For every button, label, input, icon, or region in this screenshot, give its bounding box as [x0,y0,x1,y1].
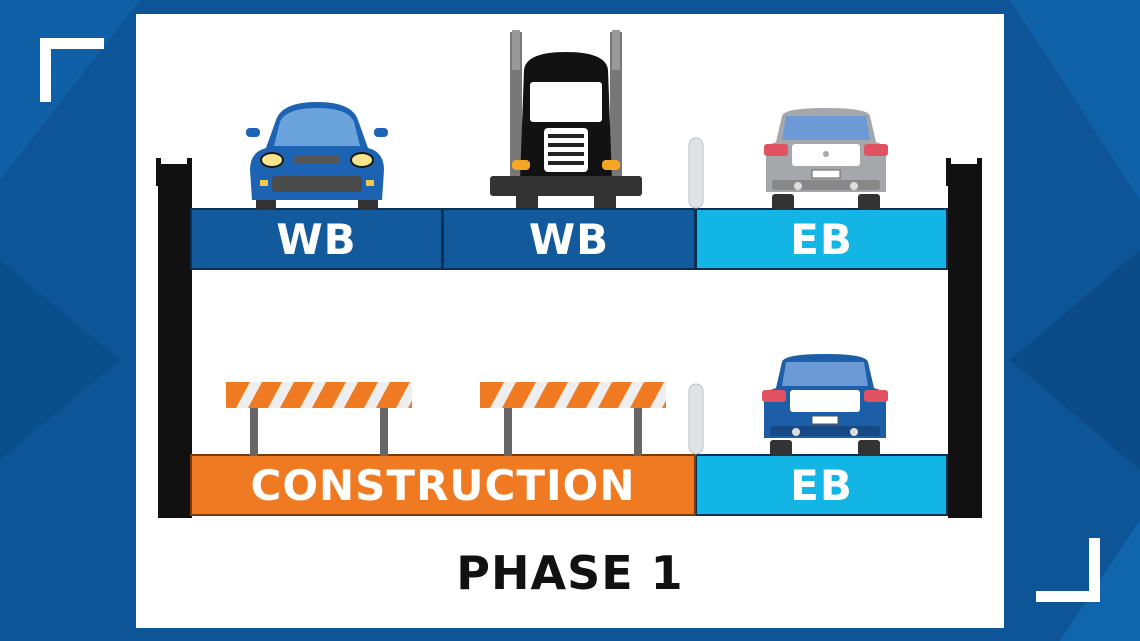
upper-divider-post-icon [688,137,704,209]
upper-lane-1-label: WB [276,214,357,264]
upper-lane-2-label: WB [528,214,610,264]
phase-caption: PHASE 1 [456,546,684,600]
blue-car-rear-icon [762,354,888,456]
corner-bracket-bottom-right [1036,538,1100,602]
lower-divider-post-icon [688,383,704,455]
right-railing-icon [946,158,982,186]
left-pillar [158,166,192,518]
barricade-1-icon [226,382,412,456]
lower-lane-eb-label: EB [790,460,853,510]
lower-lane-construction-label: CONSTRUCTION [250,460,636,510]
corner-bracket-top-left [40,38,104,102]
blue-car-front-icon [246,102,388,210]
lower-lane-eb: EB [696,454,948,516]
upper-lane-3: EB [696,208,948,270]
black-truck-icon [490,30,642,208]
upper-lane-2: WB [443,208,696,270]
diagram-panel: WB WB EB CONSTRUCTION EB [136,14,1004,628]
lower-lane-construction: CONSTRUCTION [190,454,696,516]
right-pillar [948,166,982,518]
upper-lane-1: WB [190,208,443,270]
gray-car-rear-icon [764,108,888,210]
left-railing-icon [156,158,192,186]
upper-lane-3-label: EB [790,214,853,264]
barricade-2-icon [480,382,666,456]
